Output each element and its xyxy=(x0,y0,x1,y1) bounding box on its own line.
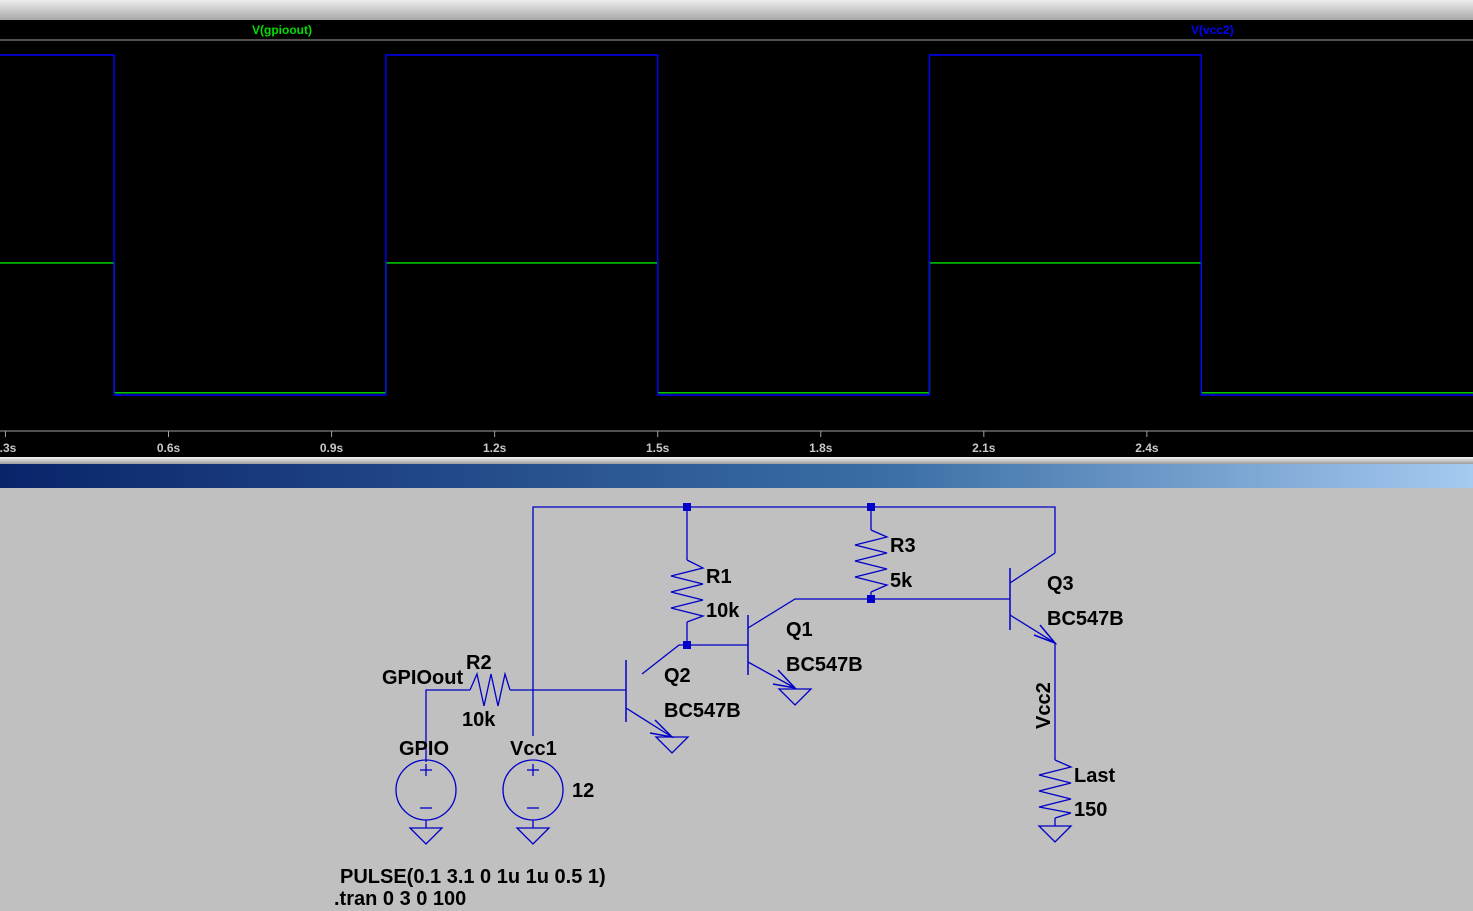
net-label-vcc2[interactable]: Vcc2 xyxy=(1033,682,1055,729)
junction-dots xyxy=(683,503,875,649)
x-axis-tick-label: 1.5s xyxy=(646,441,670,455)
r2-name-label[interactable]: R2 xyxy=(466,652,492,674)
pane-splitter[interactable] xyxy=(0,457,1473,464)
wire-q1-emitter xyxy=(747,661,796,689)
schematic-wires xyxy=(425,506,1056,826)
trace-label-vcc2[interactable]: V(vcc2) xyxy=(1191,23,1234,37)
q1-model-label[interactable]: BC547B xyxy=(786,654,863,676)
x-axis-tick-label: 2.1s xyxy=(972,441,996,455)
trace-gpioout xyxy=(0,262,1473,394)
q2-name-label[interactable]: Q2 xyxy=(664,665,691,687)
resistor-load-symbol[interactable] xyxy=(1038,759,1074,819)
trace-vcc2 xyxy=(0,54,1473,396)
ground-symbol xyxy=(654,736,690,754)
x-axis-tick-label: 0.6s xyxy=(157,441,181,455)
gpio-source-name-label[interactable]: GPIO xyxy=(399,738,449,760)
voltage-source-vcc1[interactable] xyxy=(502,759,564,828)
resistor-r2-symbol[interactable] xyxy=(469,671,511,707)
r1-name-label[interactable]: R1 xyxy=(706,566,732,588)
voltage-source-gpio[interactable] xyxy=(395,759,457,828)
x-axis-tick-label: 2.4s xyxy=(1135,441,1159,455)
resistor-r3-symbol[interactable] xyxy=(854,529,890,593)
net-label-gpioout[interactable]: GPIOout xyxy=(382,667,463,689)
load-value-label[interactable]: 150 xyxy=(1074,799,1107,821)
ground-symbol xyxy=(1037,825,1073,843)
trace-label-gpioout[interactable]: V(gpioout) xyxy=(252,23,312,37)
x-axis-tick-label: 0.9s xyxy=(320,441,344,455)
waveform-traces xyxy=(0,54,1473,396)
vcc1-value-label[interactable]: 12 xyxy=(572,780,594,802)
load-name-label[interactable]: Last xyxy=(1074,765,1115,787)
wire-gpio xyxy=(425,689,470,762)
x-axis-ticks: .3s 0.6s 0.9s 1.2s 1.5s 1.8s 2.1s 2.4s xyxy=(0,431,1159,455)
q1-name-label[interactable]: Q1 xyxy=(786,619,813,641)
schematic-window-titlebar[interactable] xyxy=(0,464,1473,488)
x-axis-tick-label: .3s xyxy=(0,441,17,455)
wire-top-rail xyxy=(532,506,1056,736)
x-axis-tick-label: 1.2s xyxy=(483,441,507,455)
q3-model-label[interactable]: BC547B xyxy=(1047,608,1124,630)
wire-q2-collector xyxy=(641,644,748,675)
r1-value-label[interactable]: 10k xyxy=(706,600,740,622)
r2-value-label[interactable]: 10k xyxy=(462,709,496,731)
q3-name-label[interactable]: Q3 xyxy=(1047,573,1074,595)
vcc1-name-label[interactable]: Vcc1 xyxy=(510,738,557,760)
wire-q3-collector xyxy=(1009,552,1056,584)
r3-name-label[interactable]: R3 xyxy=(890,535,916,557)
waveform-plot-pane[interactable] xyxy=(0,20,1473,457)
r3-value-label[interactable]: 5k xyxy=(890,570,913,592)
ground-symbol xyxy=(777,688,813,706)
q3-emitter-arrow xyxy=(1033,624,1058,645)
q2-model-label[interactable]: BC547B xyxy=(664,700,741,722)
wire-q1-collector xyxy=(747,598,1010,629)
q1-emitter-arrow xyxy=(772,669,798,690)
q2-emitter-arrow xyxy=(649,719,675,739)
tran-directive[interactable]: .tran 0 3 0 100 xyxy=(334,888,466,910)
x-axis-tick-label: 1.8s xyxy=(809,441,833,455)
ground-symbol xyxy=(408,827,444,845)
pulse-directive[interactable]: PULSE(0.1 3.1 0 1u 1u 0.5 1) xyxy=(340,866,606,888)
ground-symbol xyxy=(515,827,551,845)
wire-q2-emitter xyxy=(625,707,673,738)
resistor-r1-symbol[interactable] xyxy=(670,559,706,623)
